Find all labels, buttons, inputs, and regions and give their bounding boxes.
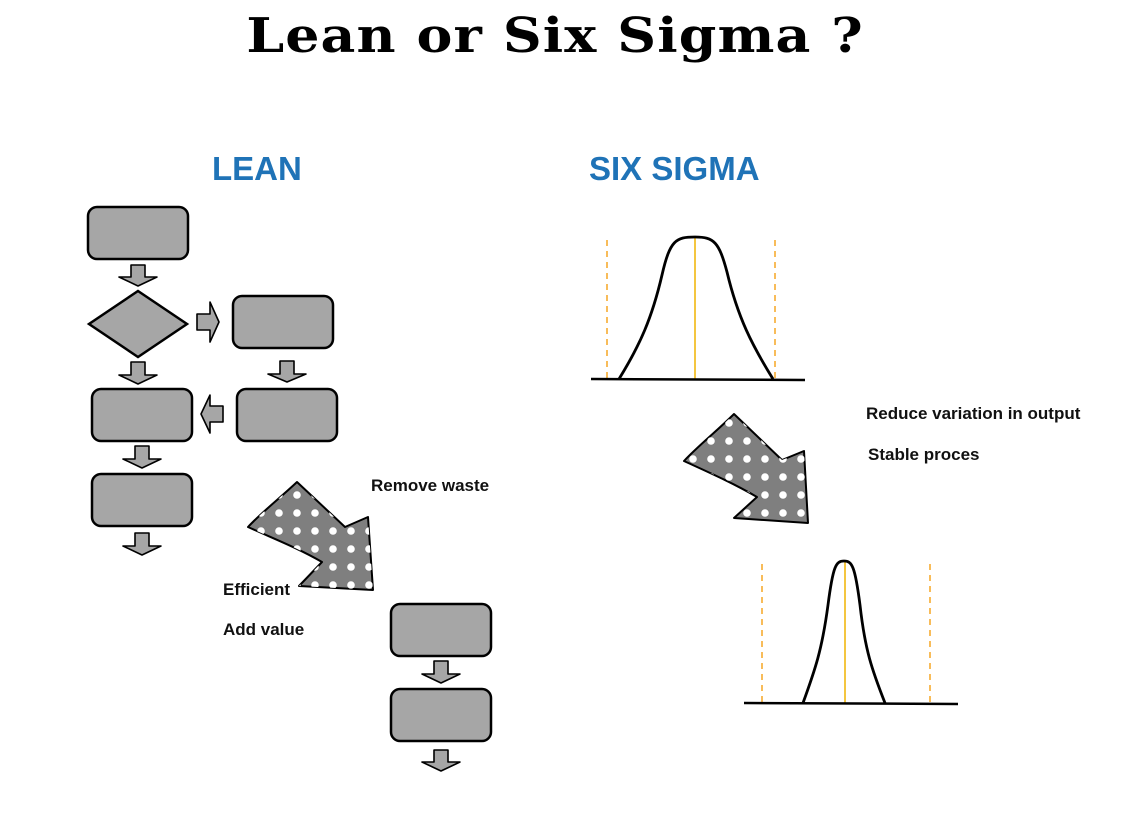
process-box <box>389 602 493 658</box>
six-sigma-heading: SIX SIGMA <box>589 150 760 187</box>
stable-process-label: Stable proces <box>868 445 980 464</box>
process-box <box>235 387 339 443</box>
arrow-down-icon <box>421 749 461 772</box>
arrow-left-icon <box>200 394 224 434</box>
add-value-label: Add value <box>223 620 305 639</box>
decision-diamond <box>86 289 190 359</box>
arrow-down-icon <box>267 360 307 383</box>
process-box <box>231 294 335 350</box>
flow-arrows <box>118 264 461 772</box>
process-box <box>90 387 194 443</box>
arrow-right-icon <box>196 301 220 343</box>
arrow-down-icon <box>122 445 162 469</box>
process-box <box>389 687 493 743</box>
baseline <box>743 701 959 706</box>
remove-waste-label: Remove waste <box>371 476 490 495</box>
six-sigma-transform-arrow <box>683 413 809 524</box>
narrow-distribution-curve <box>743 559 959 706</box>
arrow-down-icon <box>118 361 158 385</box>
arrow-down-icon <box>122 532 162 556</box>
lean-heading: LEAN <box>212 150 302 187</box>
arrow-down-icon <box>118 264 158 287</box>
page-title: Lean or Six Sigma ? <box>246 8 864 64</box>
process-box <box>86 205 190 261</box>
wide-distribution-curve <box>590 235 806 382</box>
baseline <box>590 377 806 382</box>
arrow-down-icon <box>421 660 461 684</box>
efficient-label: Efficient <box>223 580 291 599</box>
lean-transform-arrow <box>247 481 374 591</box>
lean-flowchart <box>86 205 493 743</box>
reduce-variation-label: Reduce variation in output <box>866 404 1081 423</box>
process-box <box>90 472 194 528</box>
